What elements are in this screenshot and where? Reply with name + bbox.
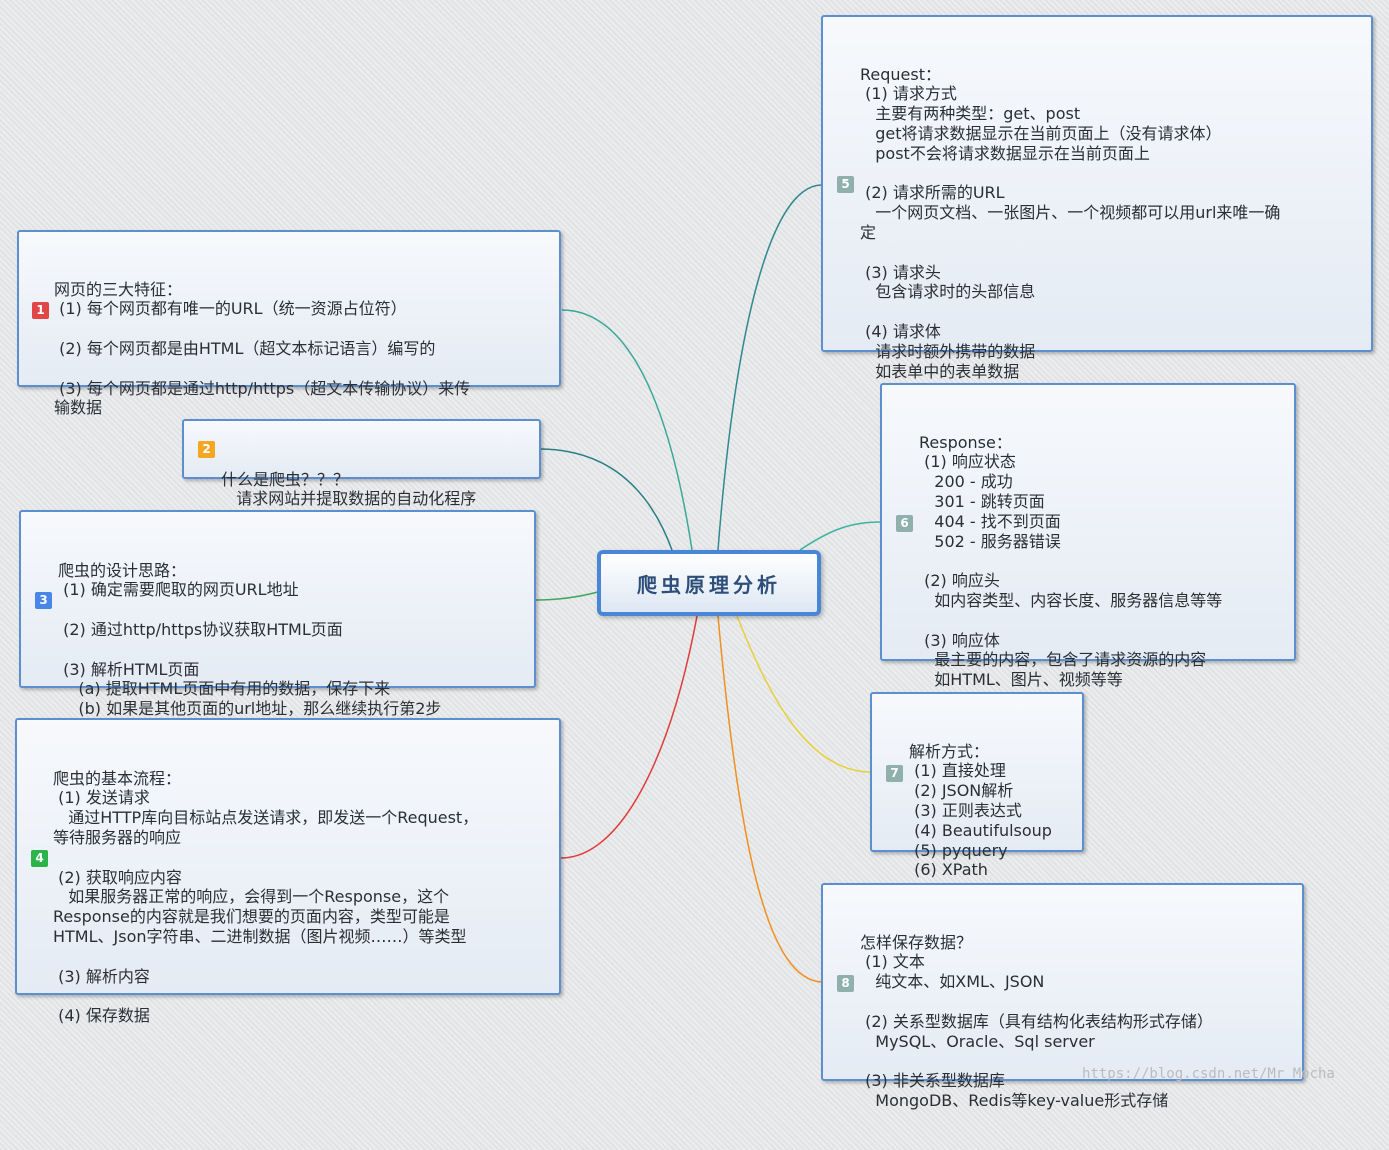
- badge-3: 3: [35, 592, 52, 609]
- central-topic[interactable]: 爬虫原理分析: [597, 550, 821, 616]
- badge-7: 7: [886, 765, 903, 782]
- node-4-text: 爬虫的基本流程： (1) 发送请求 通过HTTP库向目标站点发送请求，即发送一个…: [53, 768, 479, 1026]
- node-response[interactable]: 6 Response： (1) 响应状态 200 - 成功 301 - 跳转页面…: [880, 383, 1296, 689]
- connector-6: [799, 521, 882, 551]
- connector-8: [717, 615, 823, 983]
- central-topic-label: 爬虫原理分析: [637, 572, 781, 597]
- node-6-text: Response： (1) 响应状态 200 - 成功 301 - 跳转页面 4…: [919, 432, 1223, 690]
- badge-6: 6: [896, 515, 913, 532]
- node-8-text: 怎样保存数据？ (1) 文本 纯文本、如XML、JSON (2) 关系型数据库（…: [860, 932, 1213, 1110]
- connector-2: [540, 448, 673, 551]
- node-3-text: 爬虫的设计思路： (1) 确定需要爬取的网页URL地址 (2) 通过http/h…: [58, 560, 442, 719]
- node-5-text: Request： (1) 请求方式 主要有两种类型：get、post get将请…: [860, 64, 1281, 381]
- badge-1: 1: [32, 302, 49, 319]
- connector-lines: [535, 184, 882, 983]
- connector-4: [560, 615, 698, 859]
- node-7-text: 解析方式： (1) 直接处理 (2) JSON解析 (3) 正则表达式 (4) …: [909, 741, 1052, 880]
- badge-4: 4: [31, 850, 48, 867]
- node-design-ideas[interactable]: 3 爬虫的设计思路： (1) 确定需要爬取的网页URL地址 (2) 通过http…: [19, 510, 536, 718]
- node-what-is-crawler[interactable]: 2 什么是爬虫？？？ 请求网站并提取数据的自动化程序: [182, 419, 541, 508]
- badge-2: 2: [198, 441, 215, 458]
- badge-8: 8: [837, 975, 854, 992]
- badge-5: 5: [837, 176, 854, 193]
- connector-5: [717, 184, 823, 551]
- node-2-text: 什么是爬虫？？？ 请求网站并提取数据的自动化程序: [221, 469, 477, 509]
- node-parsing-methods[interactable]: 7 解析方式： (1) 直接处理 (2) JSON解析 (3) 正则表达式 (4…: [870, 692, 1084, 879]
- node-basic-flow[interactable]: 4 爬虫的基本流程： (1) 发送请求 通过HTTP库向目标站点发送请求，即发送…: [15, 718, 561, 1025]
- watermark-url: https://blog.csdn.net/Mr_Mocha: [1082, 1066, 1335, 1082]
- node-save-data[interactable]: 8 怎样保存数据？ (1) 文本 纯文本、如XML、JSON (2) 关系型数据…: [821, 883, 1304, 1110]
- node-1-text: 网页的三大特征： (1) 每个网页都有唯一的URL（统一资源占位符） (2) 每…: [54, 279, 471, 418]
- node-web-features[interactable]: 1 网页的三大特征： (1) 每个网页都有唯一的URL（统一资源占位符） (2)…: [17, 230, 561, 417]
- connector-7: [736, 615, 872, 773]
- connector-3: [535, 591, 599, 601]
- node-request[interactable]: 5 Request： (1) 请求方式 主要有两种类型：get、post get…: [821, 15, 1373, 381]
- connector-1: [561, 309, 693, 551]
